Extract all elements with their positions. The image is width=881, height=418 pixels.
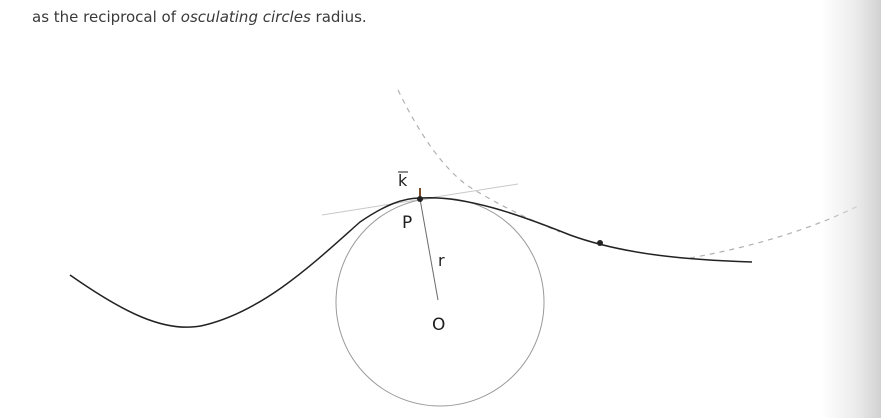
label-point: P	[402, 213, 412, 233]
main-curve	[69, 196, 753, 328]
page-edge-shadow	[821, 0, 881, 418]
caption-emphasis: osculating circles	[180, 8, 311, 26]
caption-text: as the reciprocal of osculating circles …	[32, 8, 367, 26]
osculating-circle	[335, 197, 545, 407]
label-radius: r	[438, 251, 445, 270]
label-curvature: k	[398, 171, 408, 190]
label-center: O	[432, 315, 445, 335]
caption-before: as the reciprocal of	[32, 8, 181, 26]
curve-point-dot	[597, 240, 603, 246]
dashed-osculating-arc-upper	[397, 89, 561, 233]
point-p-dot	[417, 196, 423, 202]
caption-after: radius.	[310, 8, 367, 26]
radius-line	[419, 198, 439, 301]
dashed-osculating-arc-right	[689, 204, 861, 259]
